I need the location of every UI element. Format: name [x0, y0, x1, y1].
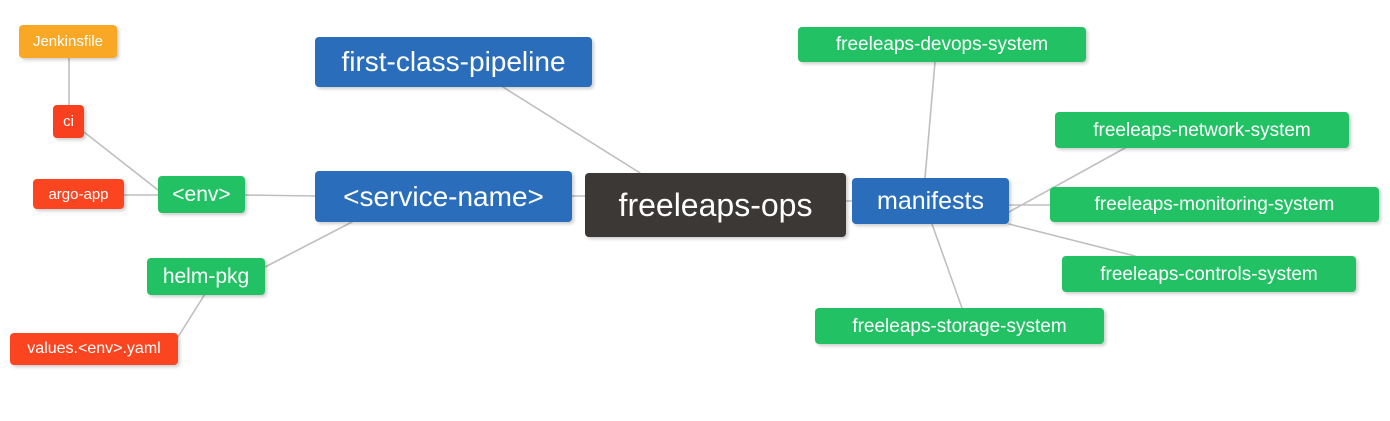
node-label-jenkinsfile: Jenkinsfile: [32, 33, 104, 50]
edge-manifests-to-freeleaps-storage-system: [931, 223, 963, 309]
node-freeleaps-controls-system[interactable]: freeleaps-controls-system: [1062, 256, 1356, 292]
edge-first-class-pipeline-to-freeleaps-ops: [502, 86, 641, 174]
node-label-freeleaps-controls-system: freeleaps-controls-system: [1100, 263, 1318, 285]
node-manifests[interactable]: manifests: [852, 178, 1009, 224]
node-label-ci: ci: [63, 113, 74, 130]
node-label-freeleaps-monitoring-system: freeleaps-monitoring-system: [1094, 194, 1335, 215]
node-label-env: <env>: [172, 183, 231, 206]
edge-env-to-service-name: [244, 194, 316, 197]
node-freeleaps-monitoring-system[interactable]: freeleaps-monitoring-system: [1050, 187, 1379, 222]
node-label-service-name: <service-name>: [343, 180, 544, 212]
node-values-yaml[interactable]: values.<env>.yaml: [10, 333, 178, 365]
node-label-freeleaps-network-system: freeleaps-network-system: [1093, 119, 1311, 141]
edge-manifests-to-freeleaps-controls-system: [1008, 223, 1136, 257]
node-label-freeleaps-storage-system: freeleaps-storage-system: [852, 315, 1067, 337]
edge-freeleaps-devops-system-to-manifests: [924, 61, 936, 179]
node-freeleaps-network-system[interactable]: freeleaps-network-system: [1055, 112, 1349, 148]
node-label-helm-pkg: helm-pkg: [162, 265, 250, 288]
node-label-first-class-pipeline: first-class-pipeline: [341, 46, 566, 77]
node-freeleaps-ops[interactable]: freeleaps-ops: [585, 173, 846, 237]
node-label-values-yaml: values.<env>.yaml: [27, 340, 161, 357]
node-service-name[interactable]: <service-name>: [315, 171, 572, 222]
edge-helm-pkg-to-service-name: [264, 221, 353, 268]
node-label-argo-app: argo-app: [48, 185, 109, 203]
node-label-freeleaps-devops-system: freeleaps-devops-system: [835, 34, 1049, 55]
node-freeleaps-devops-system[interactable]: freeleaps-devops-system: [798, 27, 1086, 62]
edge-values-yaml-to-helm-pkg: [177, 293, 206, 338]
node-freeleaps-storage-system[interactable]: freeleaps-storage-system: [815, 308, 1104, 344]
node-label-freeleaps-ops: freeleaps-ops: [618, 187, 813, 223]
node-helm-pkg[interactable]: helm-pkg: [147, 258, 265, 295]
node-env[interactable]: <env>: [158, 176, 245, 213]
node-ci[interactable]: ci: [53, 105, 84, 138]
node-label-manifests: manifests: [877, 186, 984, 215]
node-argo-app[interactable]: argo-app: [33, 179, 124, 209]
node-first-class-pipeline[interactable]: first-class-pipeline: [315, 37, 592, 87]
node-jenkinsfile[interactable]: Jenkinsfile: [19, 25, 117, 58]
